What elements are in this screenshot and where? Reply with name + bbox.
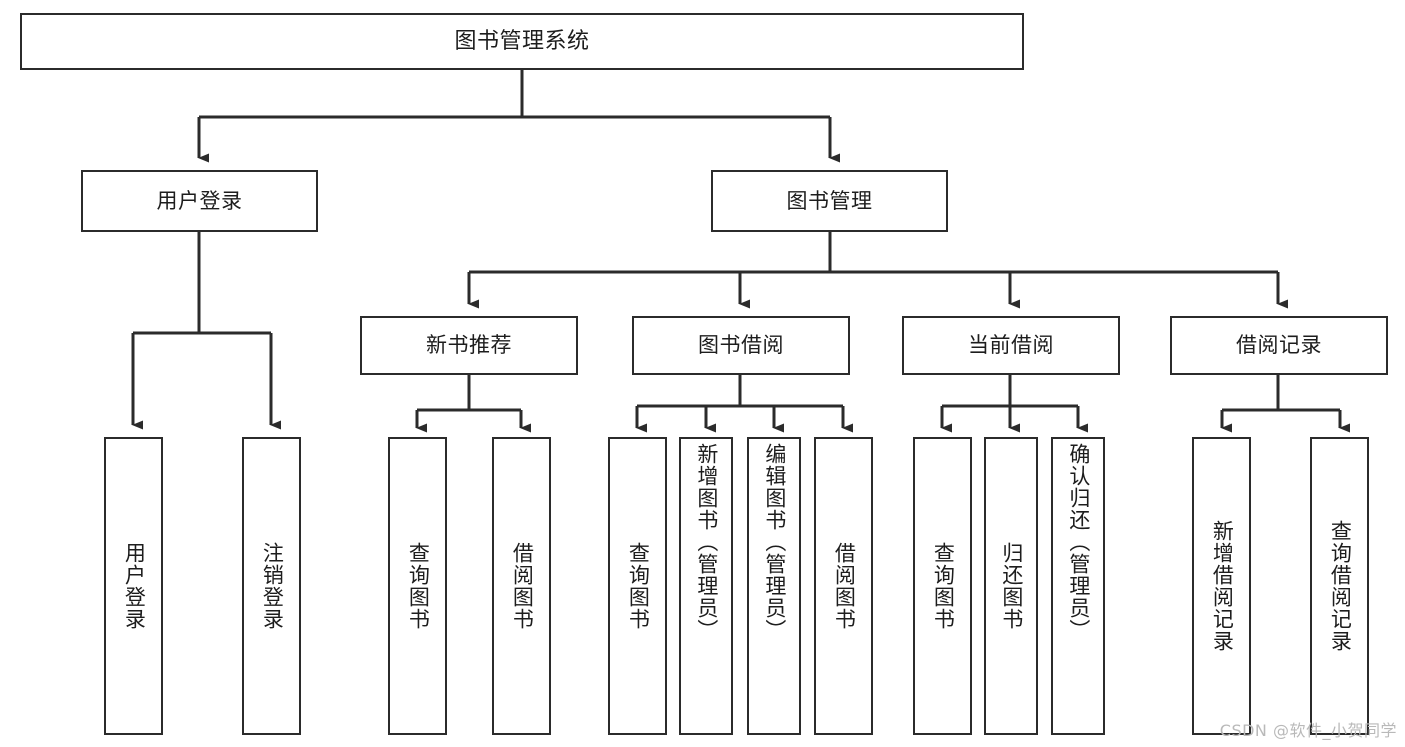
leaf-borrow-edit-book[interactable]: 编辑图书（管理员）: [747, 437, 801, 735]
leaf-records-add-record-label: 新增借阅记录: [1210, 520, 1235, 652]
node-book-borrow-label: 图书借阅: [698, 333, 784, 358]
leaf-borrow-add-book-label: 新增图书（管理员）: [694, 443, 719, 641]
leaf-new-book-borrow[interactable]: 借阅图书: [492, 437, 551, 735]
leaf-current-query-book-label: 查询图书: [931, 542, 956, 630]
leaf-user-login-login-label: 用户登录: [122, 542, 147, 630]
node-current-borrow[interactable]: 当前借阅: [902, 316, 1120, 375]
leaf-borrow-edit-book-label: 编辑图书（管理员）: [762, 443, 787, 641]
node-borrow-records-label: 借阅记录: [1236, 333, 1322, 358]
leaf-user-login-logout-label: 注销登录: [260, 542, 285, 630]
node-book-borrow[interactable]: 图书借阅: [632, 316, 850, 375]
node-new-book-recommend[interactable]: 新书推荐: [360, 316, 578, 375]
leaf-current-return-book-label: 归还图书: [999, 542, 1024, 630]
leaf-new-book-borrow-label: 借阅图书: [510, 542, 535, 630]
leaf-current-query-book[interactable]: 查询图书: [913, 437, 972, 735]
leaf-borrow-query-book-label: 查询图书: [626, 542, 651, 630]
node-new-book-recommend-label: 新书推荐: [426, 333, 512, 358]
leaf-current-return-book[interactable]: 归还图书: [984, 437, 1038, 735]
leaf-records-query-record[interactable]: 查询借阅记录: [1310, 437, 1369, 735]
node-current-borrow-label: 当前借阅: [968, 333, 1054, 358]
node-borrow-records[interactable]: 借阅记录: [1170, 316, 1388, 375]
node-user-login-label: 用户登录: [156, 188, 243, 213]
leaf-current-confirm-return[interactable]: 确认归还（管理员）: [1051, 437, 1105, 735]
leaf-new-book-query-label: 查询图书: [406, 542, 431, 630]
node-user-login[interactable]: 用户登录: [81, 170, 318, 232]
node-book-management-label: 图书管理: [786, 188, 873, 213]
leaf-current-confirm-return-label: 确认归还（管理员）: [1066, 443, 1091, 641]
node-root[interactable]: 图书管理系统: [20, 13, 1024, 70]
leaf-new-book-query[interactable]: 查询图书: [388, 437, 447, 735]
leaf-borrow-add-book[interactable]: 新增图书（管理员）: [679, 437, 733, 735]
leaf-user-login-logout[interactable]: 注销登录: [242, 437, 301, 735]
leaf-records-add-record[interactable]: 新增借阅记录: [1192, 437, 1251, 735]
leaf-borrow-borrow-book[interactable]: 借阅图书: [814, 437, 873, 735]
leaf-records-query-record-label: 查询借阅记录: [1328, 520, 1353, 652]
leaf-user-login-login[interactable]: 用户登录: [104, 437, 163, 735]
node-book-management[interactable]: 图书管理: [711, 170, 948, 232]
node-root-label: 图书管理系统: [454, 28, 590, 54]
leaf-borrow-borrow-book-label: 借阅图书: [832, 542, 857, 630]
leaf-borrow-query-book[interactable]: 查询图书: [608, 437, 667, 735]
